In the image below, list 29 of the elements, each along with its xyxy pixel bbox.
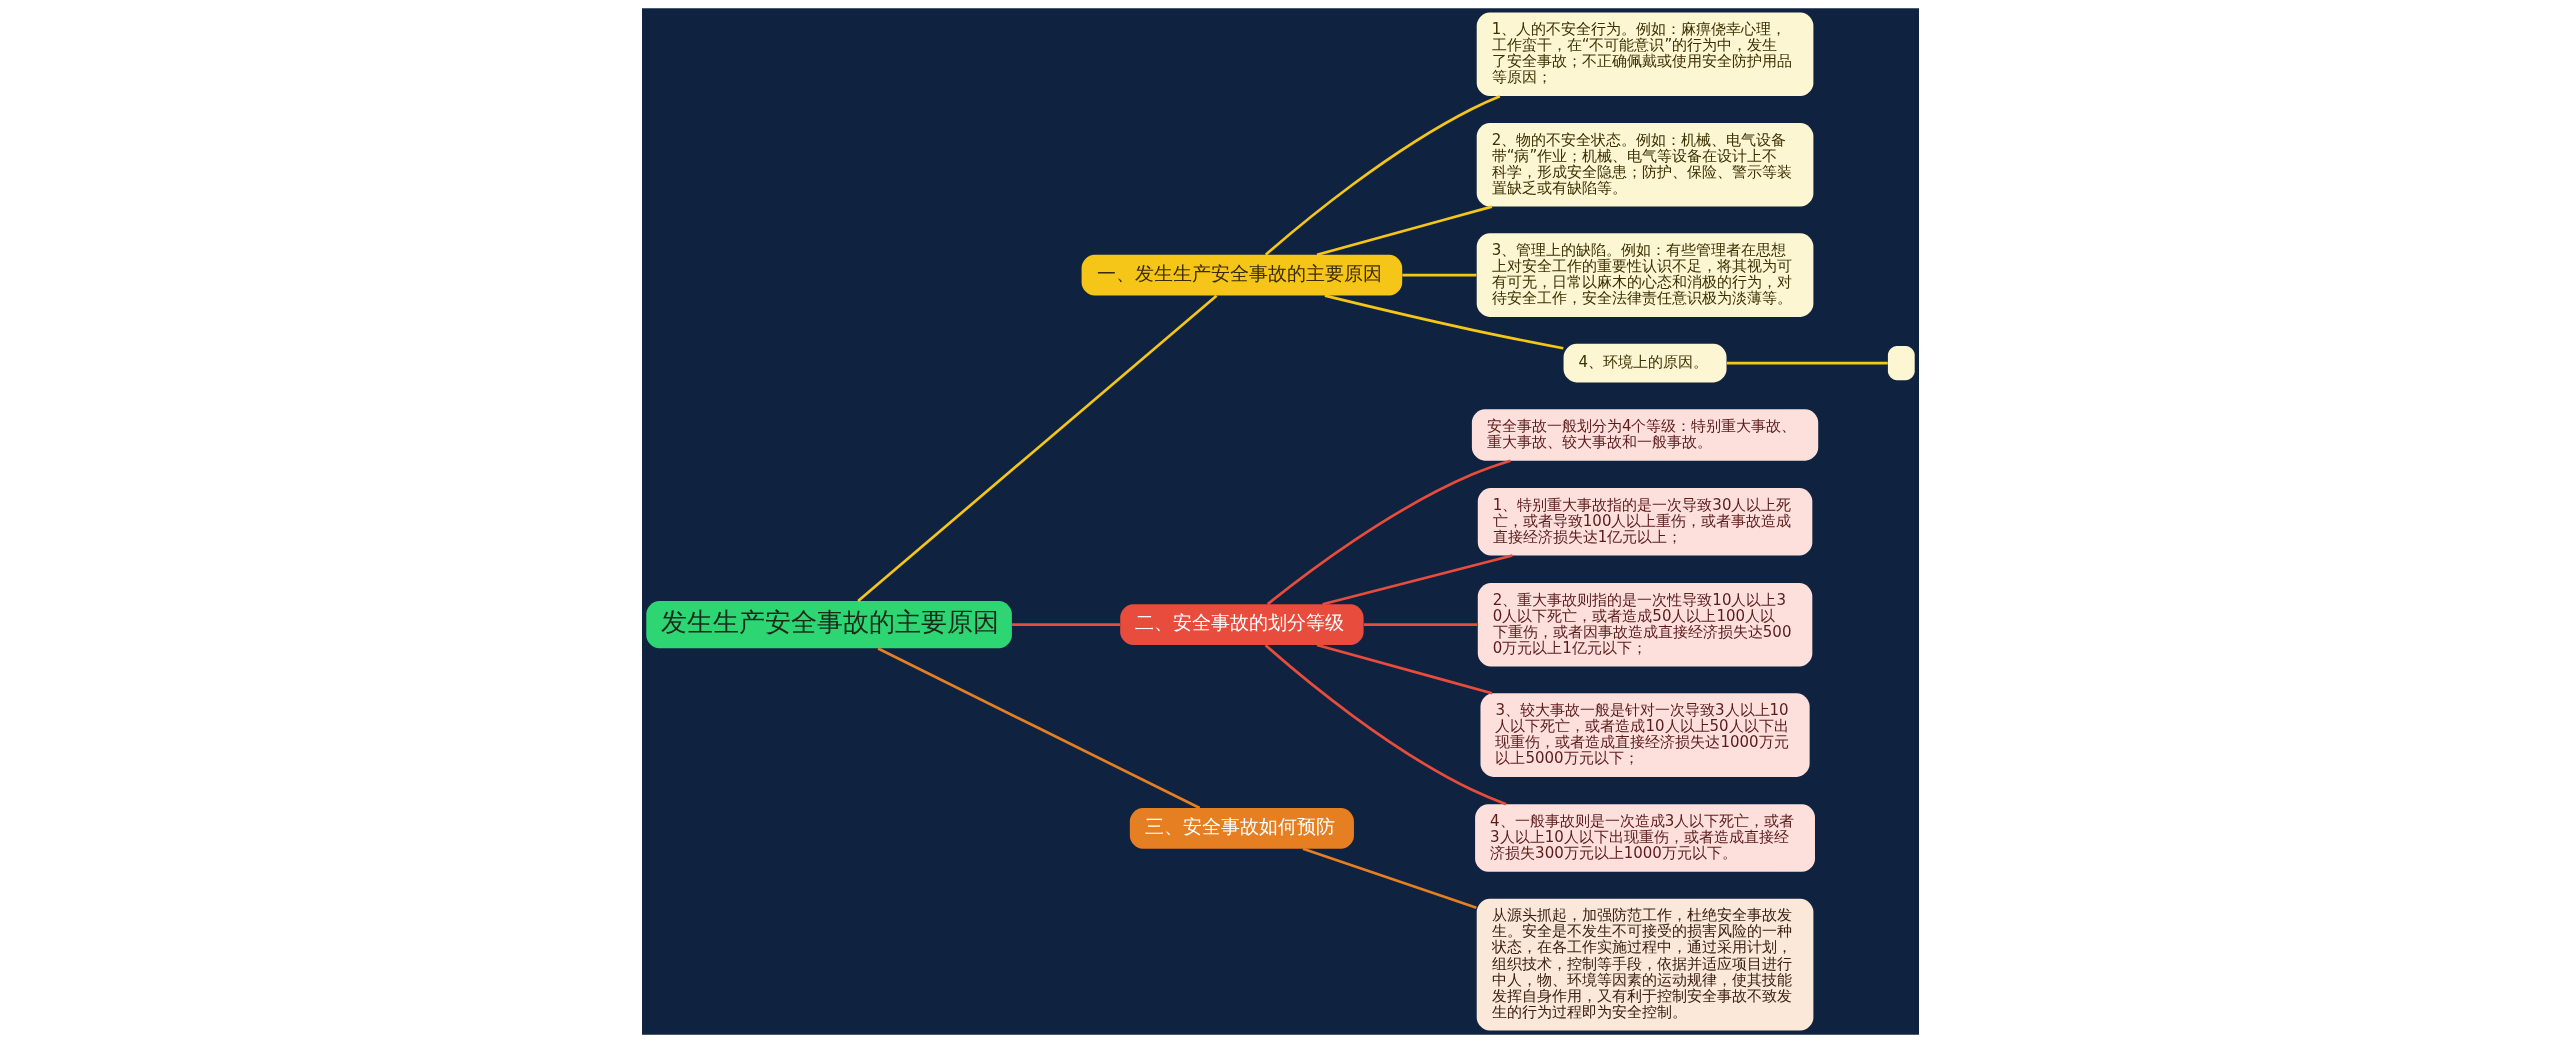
connector: [1011, 623, 1120, 627]
node-box: 2、重大事故则指的是一次性导致10人以上30人以下死亡，或者造成50人以上100人以下重伤，或者因事故造成直接经济损失达5000万元以上1亿元以下；: [1477, 582, 1812, 667]
node-box: 3、较大事故一般是针对一次导致3人以上10人以下死亡，或者造成10人以上50人以下出现重伤，或者造成直接经济损失达1000万元以上5000万元以下；: [1479, 693, 1810, 777]
connector: [1324, 294, 1564, 350]
connector: [856, 294, 1217, 602]
node-box: 发生生产安全事故的主要原因: [645, 601, 1012, 649]
node-box: 4、一般事故则是一次造成3人以下死亡，或者3人以上10人以下出现重伤，或者造成直接经济损失300万元以上1000万元以下。: [1474, 804, 1815, 872]
connector: [1302, 847, 1477, 909]
connector: [1316, 643, 1492, 695]
node-box: 4、环境上的原因。: [1563, 343, 1727, 383]
connector: [1264, 95, 1500, 256]
connector: [1363, 623, 1477, 627]
node-box: [1887, 345, 1915, 381]
node-box: 三、安全事故如何预防: [1129, 808, 1354, 849]
node-box: 安全事故一般划分为4个等级：特别重大事故、重大事故、较大事故和一般事故。: [1471, 409, 1818, 461]
node-box: 一、发生生产安全事故的主要原因: [1081, 254, 1402, 296]
connector: [1266, 459, 1511, 606]
node-box: 3、管理上的缺陷。例如：有些管理者在思想上对安全工作的重要性认识不足，将其视为可有可无，日常以麻木的心态和消极的行为，对待安全工作，安全法律责任意识极为淡薄等。: [1476, 233, 1813, 317]
connector: [1316, 205, 1492, 257]
connector: [1264, 644, 1507, 806]
connector: [1321, 554, 1513, 606]
connector: [1726, 361, 1888, 365]
connector: [877, 647, 1200, 810]
node-box: 2、物的不安全状态。例如：机械、电气设备带“病”作业；机械、电气等设备在设计上不科学，形成安全隐患；防护、保险、警示等装置缺乏或有缺陷等。: [1476, 122, 1813, 207]
node-box: 二、安全事故的划分等级: [1119, 604, 1364, 646]
node-box: 从源头抓起，加强防范工作，杜绝安全事故发生。安全是不发生不可接受的损害风险的一种状态，在各工作实施过程中，通过采用计划，组织技术，控制等手段，依据并适应项目进行中人，物、环境等因素的运动规律，使其技能发挥自身作用，又有利于控制安全事故不致发生的行为过程即为安全控制。: [1476, 898, 1813, 1031]
connector: [1401, 273, 1476, 277]
node-box: 1、人的不安全行为。例如：麻痹侥幸心理，工作蛮干，在“不可能意识”的行为中，发生了安全事故；不正确佩戴或使用安全防护用品等原因；: [1476, 12, 1813, 97]
node-box: 1、特别重大事故指的是一次导致30人以上死亡，或者导致100人以上重伤，或者事故造成直接经济损失达1亿元以上；: [1477, 488, 1812, 556]
